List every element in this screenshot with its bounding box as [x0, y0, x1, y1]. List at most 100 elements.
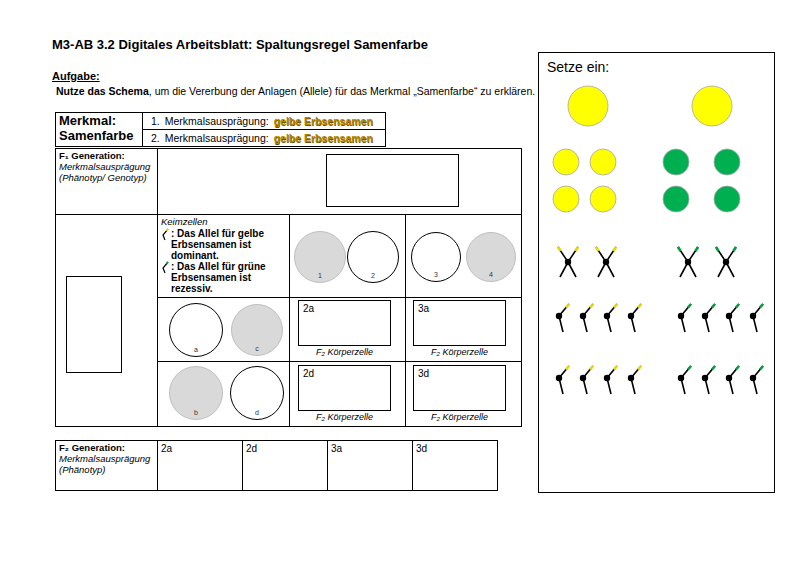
allele-icon-tip — [166, 229, 168, 231]
art-stroke — [580, 366, 593, 394]
art-stroke — [663, 186, 689, 212]
art-stroke — [596, 247, 616, 277]
art-stroke — [56, 214, 522, 215]
art-stroke — [678, 247, 698, 277]
art-stroke — [702, 366, 715, 394]
art-stroke — [405, 215, 406, 427]
art-stroke — [714, 149, 740, 175]
node-text: 3d — [414, 366, 505, 382]
node-text: 2 — [371, 272, 375, 279]
art-stroke — [289, 215, 290, 427]
art-stroke — [716, 247, 736, 277]
node-text: gelbe Erbsensamen — [274, 132, 373, 144]
box-caption: F₂ Körperzelle — [414, 347, 505, 357]
art-stroke — [157, 441, 158, 491]
node-text: 1. — [151, 115, 160, 127]
art-stroke — [553, 186, 579, 212]
gamete-circle: b — [169, 366, 223, 420]
table-grid — [56, 113, 522, 491]
gamete-legend-cell: Keimzellen: Das Allel für gelbe Erbsensa… — [158, 215, 289, 297]
art-stroke — [628, 304, 641, 332]
worksheet-title: M3-AB 3.2 Digitales Arbeitsblatt: Spaltu… — [52, 37, 428, 52]
node-text: 3a — [414, 301, 505, 317]
art-stroke — [56, 149, 522, 427]
box-caption: F₂ Körperzelle — [299, 412, 390, 422]
node-text: 2a — [161, 443, 239, 455]
allele-icon — [161, 261, 170, 274]
node-text: 1 — [318, 272, 322, 279]
node-text: Merkmalsausprägung: — [165, 115, 269, 127]
art-stroke — [412, 441, 413, 491]
answer-cell: 2d — [243, 441, 327, 490]
art-stroke — [553, 149, 579, 175]
insert-panel: Setze ein: — [538, 52, 775, 493]
art-stroke — [750, 304, 763, 332]
allele-icon — [161, 228, 170, 241]
body-cell-box: 2dF₂ Körperzelle — [298, 365, 391, 411]
art-stroke — [56, 113, 386, 147]
art-stroke — [158, 361, 522, 362]
gamete-circle: 4 — [466, 232, 516, 282]
node-text: a — [194, 346, 198, 353]
art-stroke — [327, 155, 459, 207]
node-text: 2. — [151, 132, 160, 144]
art-stroke — [604, 366, 617, 394]
trait-row: 1. Merkmalsausprägung: gelbe Erbsensamen — [143, 113, 385, 129]
art-stroke — [590, 186, 616, 212]
node-text: : Das Allel für gelbe Erbsensamen ist do… — [161, 228, 286, 261]
answer-cell: 3a — [328, 441, 412, 490]
art-stroke — [750, 366, 763, 394]
art-stroke — [726, 304, 739, 332]
gamete-circle: 2 — [347, 231, 399, 283]
art-stroke — [143, 129, 386, 130]
art-stroke — [726, 366, 739, 394]
generation-cell: F₂ Generation:Merkmalsausprägung (Phänot… — [56, 441, 157, 490]
art-stroke — [692, 86, 732, 126]
node-text: gelbe Erbsensamen — [274, 115, 373, 127]
art-stroke — [242, 441, 243, 491]
art-stroke — [56, 441, 498, 491]
node-text: Merkmalsausprägung (Phänotyp) — [59, 454, 154, 476]
art-stroke — [157, 149, 158, 427]
art-stroke — [604, 304, 617, 332]
seed-circles — [553, 86, 740, 212]
body-cell-box: 3aF₂ Körperzelle — [413, 300, 506, 346]
node-text: 2d — [299, 366, 390, 382]
node-text: Setze ein: — [547, 59, 766, 75]
art-stroke — [628, 366, 641, 394]
chromosome-icons — [556, 247, 763, 394]
art-stroke — [67, 277, 122, 373]
task-text: , um die Vererbung der Anlagen (Allele) … — [149, 85, 535, 97]
body-cell-box: 3dF₂ Körperzelle — [413, 365, 506, 411]
gamete-circle: 3 — [411, 232, 461, 282]
gamete-circle: c — [231, 304, 283, 356]
node-text: Keimzellen — [161, 217, 286, 228]
allele-icon-stroke — [163, 229, 168, 240]
node-text: 3 — [434, 271, 438, 278]
node-text: 2d — [246, 443, 324, 455]
art-stroke — [580, 304, 593, 332]
node-text: 3d — [416, 443, 494, 455]
answer-cell: 3d — [413, 441, 497, 490]
art-stroke — [556, 366, 569, 394]
art-stroke — [558, 247, 578, 277]
generation-cell: F₁ Generation:Merkmalsausprägung (Phänot… — [56, 149, 157, 214]
art-stroke — [590, 149, 616, 175]
allele-icon-stroke — [163, 262, 168, 273]
body-cell-box: 2aF₂ Körperzelle — [298, 300, 391, 346]
art-stroke — [678, 366, 691, 394]
node-text: Merkmal: Samenfarbe — [59, 114, 139, 144]
art-stroke — [678, 304, 691, 332]
node-text: b — [194, 409, 198, 416]
art-stroke — [663, 149, 689, 175]
node-text: F₁ Generation: — [59, 151, 154, 162]
node-text: 3a — [331, 443, 409, 455]
art-stroke — [327, 441, 328, 491]
art-stroke — [702, 304, 715, 332]
node-text: d — [255, 409, 259, 416]
feature-cell: Merkmal: Samenfarbe — [56, 113, 142, 146]
box-caption: F₂ Körperzelle — [414, 412, 505, 422]
node-text: F₂ Generation: — [59, 443, 154, 454]
